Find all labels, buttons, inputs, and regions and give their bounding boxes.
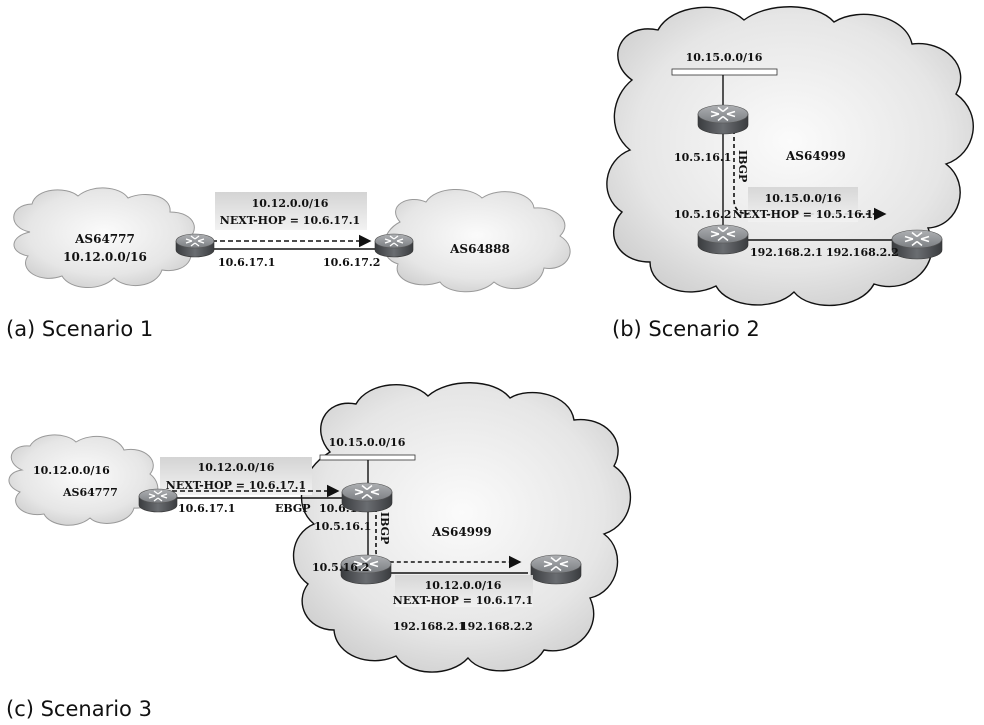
announce-prefix: 10.12.0.0/16 [252, 197, 329, 210]
r1-ip: 10.5.16.1 [314, 520, 371, 533]
r2-ext-ip: 192.168.2.1 [393, 620, 466, 633]
as64999-label: AS64999 [785, 149, 846, 163]
ibgp-label: IBGP [378, 512, 391, 544]
router-icon [138, 488, 178, 513]
cloud-as64999 [606, 6, 974, 307]
ebgp-prefix: 10.12.0.0/16 [198, 461, 275, 474]
ibgp-nexthop: NEXT-HOP = 10.6.17.1 [393, 594, 533, 607]
lan-prefix: 10.15.0.0/16 [329, 436, 406, 449]
router-icon [697, 224, 749, 255]
scenario-3: 10.12.0.0/16 AS64777 10.12.0.0/16 NEXT-H… [6, 382, 632, 721]
as64777-prefix: 10.12.0.0/16 [33, 464, 110, 477]
router-icon [891, 229, 943, 260]
peer-ip: 192.168.2.2 [826, 246, 899, 259]
ebgp-label: EBGP [275, 502, 311, 515]
caption-scenario-2: (b) Scenario 2 [612, 317, 760, 341]
ibgp-label: IBGP [736, 150, 749, 182]
as64888-label: AS64888 [449, 242, 510, 256]
right-ip: 10.6.17.2 [323, 256, 380, 269]
cloud-as64777 [8, 434, 159, 526]
lan-prefix: 10.15.0.0/16 [686, 51, 763, 64]
router-icon [175, 233, 215, 258]
lan-bar [671, 68, 778, 76]
r1-ip: 10.5.16.1 [674, 151, 731, 164]
as64777-label: AS64777 [74, 232, 135, 246]
announce-nexthop: NEXT-HOP = 10.5.16.1 [733, 208, 873, 221]
announcement-box [215, 192, 367, 230]
router-icon [341, 482, 393, 513]
router-icon [697, 104, 749, 135]
ibgp-announcement-box [395, 575, 533, 607]
caption-scenario-1: (a) Scenario 1 [6, 317, 153, 341]
r2-ip: 10.5.16.2 [674, 208, 731, 221]
as64999-label: AS64999 [431, 525, 492, 539]
ebgp-nexthop: NEXT-HOP = 10.6.17.1 [166, 479, 306, 492]
scenario-2: 10.15.0.0/16 10.5.16.1 10.5.16.2 AS64999… [606, 6, 974, 341]
announce-nexthop: NEXT-HOP = 10.6.17.1 [220, 214, 360, 227]
router-icon [530, 554, 582, 585]
r2-ip: 10.5.16.2 [312, 561, 369, 574]
as64777-label: AS64777 [62, 486, 118, 499]
left-ip: 10.6.17.1 [178, 502, 235, 515]
as64777-prefix: 10.12.0.0/16 [63, 250, 147, 264]
announce-prefix: 10.15.0.0/16 [765, 192, 842, 205]
left-ip: 10.6.17.1 [218, 256, 275, 269]
announcement-box [748, 187, 858, 222]
r2-ext-ip: 192.168.2.1 [750, 246, 823, 259]
scenario-1: AS64777 10.12.0.0/16 AS64888 10.12.0.0/1… [6, 187, 571, 341]
ibgp-prefix: 10.12.0.0/16 [425, 579, 502, 592]
peer-ip: 192.168.2.2 [460, 620, 533, 633]
router-icon [374, 233, 414, 258]
caption-scenario-3: (c) Scenario 3 [6, 697, 152, 721]
cloud-as64888 [383, 188, 571, 293]
ebgp-announcement-box [160, 457, 312, 495]
lan-bar [319, 454, 416, 461]
